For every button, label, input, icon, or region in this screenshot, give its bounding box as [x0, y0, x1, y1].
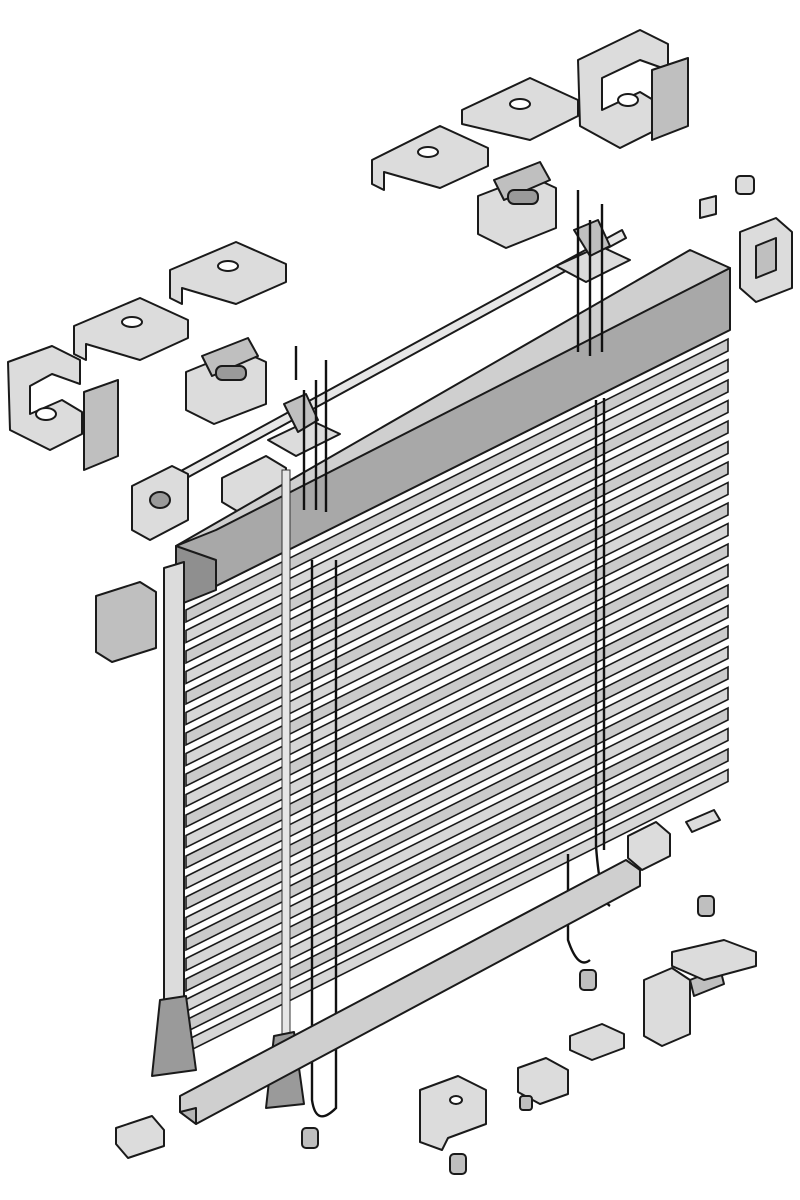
- slat: [185, 501, 729, 788]
- slat: [185, 604, 729, 890]
- wand-tassel: [151, 995, 197, 1077]
- bottom-rail-end-cap: [627, 821, 671, 871]
- slat: [185, 358, 729, 644]
- cord-lock: [555, 219, 631, 283]
- mounting-bracket: [7, 345, 119, 471]
- slat: [185, 583, 729, 870]
- bottom-rail: [179, 859, 641, 1125]
- hold-down-bracket: [419, 1075, 487, 1151]
- hold-down-bracket: [569, 1023, 625, 1061]
- slat: [185, 665, 729, 952]
- slats: [185, 337, 729, 1054]
- clip-bracket: [371, 125, 489, 191]
- slat: [185, 563, 729, 849]
- slat: [185, 624, 729, 911]
- slat: [185, 337, 729, 624]
- slat: [185, 542, 729, 829]
- tilt-mechanism: [185, 337, 267, 425]
- cord-stop: [301, 895, 715, 1175]
- slat: [185, 645, 729, 931]
- hold-down-bracket: [517, 1057, 569, 1105]
- slat: [185, 419, 729, 706]
- tilt-wand: [163, 561, 185, 1017]
- clip-bracket: [169, 241, 287, 305]
- tilt-mechanism: [131, 465, 189, 541]
- mounting-bracket: [577, 29, 689, 149]
- hold-down-bracket: [671, 939, 757, 981]
- slat: [185, 460, 729, 747]
- tilt-mechanism: [477, 161, 557, 249]
- clip-bracket: [73, 297, 189, 361]
- slat: [185, 440, 729, 726]
- slat: [185, 522, 729, 808]
- headrail: [175, 249, 731, 607]
- end-cap: [739, 217, 793, 303]
- clip-bracket: [461, 77, 579, 141]
- hold-down-bracket: [643, 967, 725, 1047]
- slat: [185, 686, 729, 972]
- slat: [185, 481, 729, 767]
- slat: [185, 399, 729, 685]
- bottom-rail-end-cap: [115, 1115, 165, 1159]
- slat: [185, 706, 729, 993]
- lift-cord: [281, 469, 291, 1041]
- cord-stop: [699, 175, 755, 219]
- cord-stop: [685, 809, 721, 833]
- slat: [185, 378, 729, 665]
- end-cap: [95, 581, 157, 663]
